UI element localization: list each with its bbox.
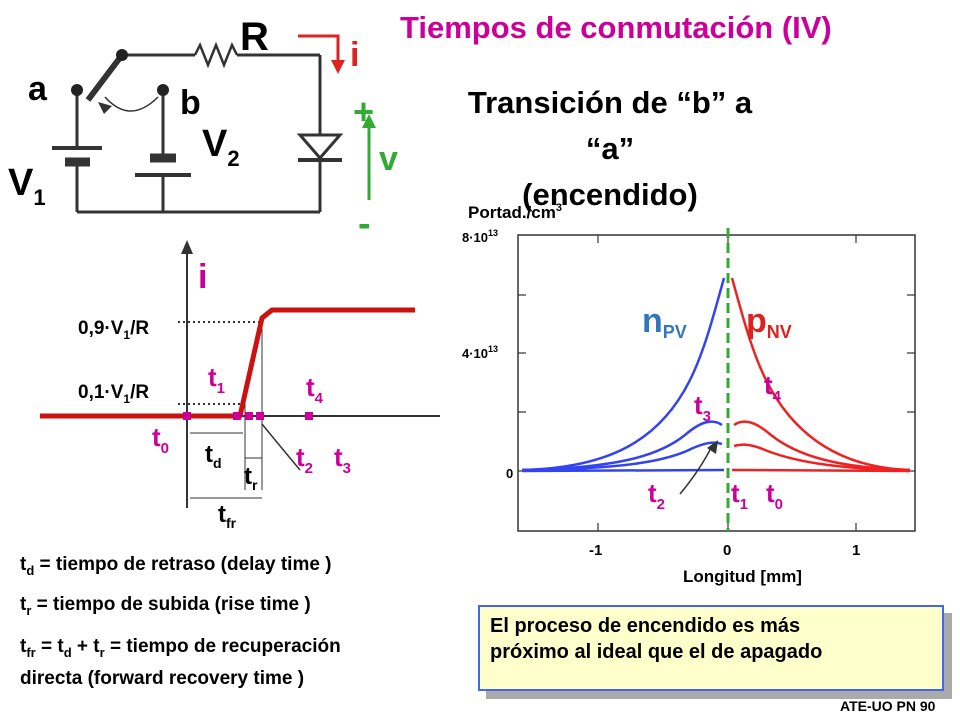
waveform-i-label: i xyxy=(198,258,207,296)
resistor xyxy=(193,41,239,69)
p-curve-t4 xyxy=(730,277,911,472)
diode-triangle xyxy=(296,133,344,161)
marker-t3 xyxy=(256,412,264,420)
slide-subtitle: Transición de “b” a “a” (encendido) xyxy=(440,80,780,218)
current-label: i xyxy=(350,36,359,74)
contact-a-label: a xyxy=(28,70,48,108)
p-curve-t2 xyxy=(733,443,911,472)
switch-arrowhead xyxy=(98,102,112,114)
wave-t0-label: t0 xyxy=(152,422,169,457)
plot-t2-label: t2 xyxy=(648,478,665,513)
xtick-1: 1 xyxy=(852,542,860,559)
v1-label: V1 xyxy=(8,162,46,210)
ytick-8e13: 8·1013 xyxy=(462,228,498,245)
xtick-0: 0 xyxy=(723,542,731,559)
n-curve-t3 xyxy=(521,420,723,472)
n-pv-label: nPV xyxy=(642,302,687,342)
switch-blade xyxy=(85,53,125,102)
plot-ylabel: Portad./cm3 xyxy=(468,202,562,222)
ytick-4e13: 4·1013 xyxy=(462,344,498,361)
definition-tr: tr = tiempo de subida (rise time ) xyxy=(20,594,311,618)
slide-footer: ATE-UO PN 90 xyxy=(840,698,936,714)
slide-title: Tiempos de conmutación (IV) xyxy=(400,10,832,45)
xtick-neg1: -1 xyxy=(589,542,602,559)
tr-label: tr xyxy=(244,463,258,493)
plot-frame xyxy=(517,234,916,532)
conclusion-note: El proceso de encendido es más próximo a… xyxy=(478,605,944,691)
current-waveform xyxy=(40,240,440,508)
ytick-0: 0 xyxy=(506,466,513,481)
voltage-arrowhead xyxy=(362,114,376,128)
definition-tfr: tfr = td + tr = tiempo de recuperación d… xyxy=(20,636,341,689)
current-arrowhead xyxy=(331,60,345,74)
marker-t4 xyxy=(305,412,313,420)
t2-pointer xyxy=(679,445,713,495)
p-curve-t1 xyxy=(731,468,911,473)
v2-label: V2 xyxy=(202,123,240,171)
p-curve-t3 xyxy=(733,420,911,472)
voltage-label: v xyxy=(379,140,398,178)
td-label: td xyxy=(205,441,222,471)
plot-t3-label: t3 xyxy=(694,390,711,425)
contact-b xyxy=(157,84,169,96)
level-09-label: 0,9·V1/R xyxy=(78,318,149,342)
note-line-1: El proceso de encendido es más xyxy=(490,615,801,637)
wave-t1-label: t1 xyxy=(208,362,225,397)
contact-a xyxy=(71,84,83,96)
marker-t0 xyxy=(183,412,191,420)
definition-td: td = tiempo de retraso (delay time ) xyxy=(20,554,332,578)
wave-t3-label: t3 xyxy=(334,442,351,477)
plot-t1-label: t1 xyxy=(731,478,748,513)
current-arrow xyxy=(298,34,340,62)
p-nv-label: pNV xyxy=(746,302,792,342)
n-curve-t1 xyxy=(521,468,725,473)
current-trace xyxy=(40,307,415,419)
wave-t4-label: t4 xyxy=(306,372,324,407)
switch-pivot xyxy=(116,49,128,61)
current-axis-arrowhead xyxy=(181,240,193,254)
wave-t2-label: t2 xyxy=(296,442,313,477)
level-01-label: 0,1·V1/R xyxy=(78,382,149,406)
subtitle-line-1: Transición de “b” a “a” xyxy=(467,85,753,166)
voltage-minus-label: - xyxy=(358,203,371,245)
marker-t2 xyxy=(245,412,253,420)
plot-xlabel: Longitud [mm] xyxy=(683,567,802,586)
carrier-plot xyxy=(517,228,916,532)
contact-b-label: b xyxy=(180,84,201,122)
t3-pointer xyxy=(261,423,301,471)
t2-pointer-head xyxy=(707,440,718,454)
marker-t1 xyxy=(233,412,241,420)
resistor-label: R xyxy=(240,15,269,59)
circuit-diagram xyxy=(52,41,344,214)
n-curve-t4 xyxy=(521,277,726,472)
plot-t0-label: t0 xyxy=(766,478,783,513)
tfr-label: tfr xyxy=(218,501,237,531)
subtitle-line-2: (encendido) xyxy=(522,177,698,212)
n-curve-t2 xyxy=(521,441,723,472)
switch-arc xyxy=(104,96,159,112)
plot-t4-label: t4 xyxy=(764,370,782,405)
voltage-plus-label: + xyxy=(353,91,374,132)
note-line-2: próximo al ideal que el de apagado xyxy=(490,641,823,663)
